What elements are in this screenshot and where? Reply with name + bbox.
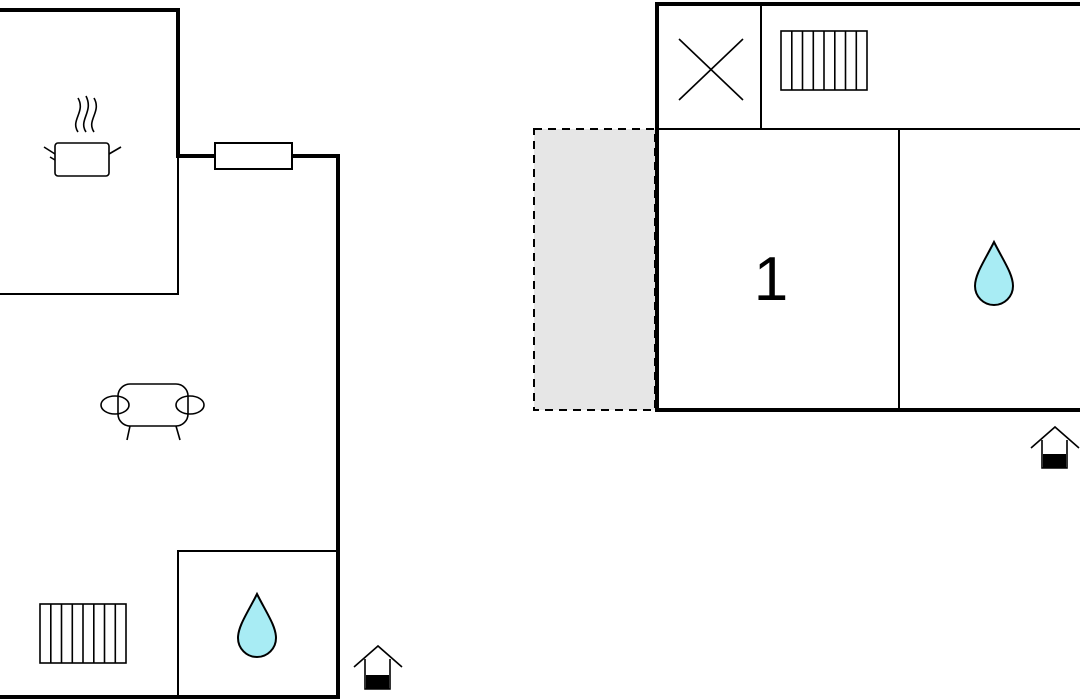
ground-floor-plan — [0, 8, 403, 699]
outer-wall — [655, 2, 1080, 412]
window-icon — [214, 142, 293, 170]
outer-wall — [0, 154, 340, 699]
water-drop-icon — [236, 591, 278, 658]
entrance-icon — [353, 644, 403, 690]
water-drop-icon — [973, 239, 1015, 306]
bedroom-number-label: 1 — [754, 245, 788, 314]
radiator-icon — [780, 30, 868, 91]
radiator-icon — [39, 603, 127, 664]
cooking-pot-icon — [43, 95, 122, 177]
bathroom-wall — [177, 550, 338, 697]
cross-icon — [678, 38, 744, 101]
entrance-icon — [1030, 425, 1080, 469]
sofa-icon — [100, 383, 205, 441]
kitchen-wall — [0, 8, 215, 158]
kitchen-inner-wall — [0, 156, 179, 295]
upper-floor-plan: 1 — [533, 2, 1080, 469]
terrace-area — [533, 128, 656, 411]
